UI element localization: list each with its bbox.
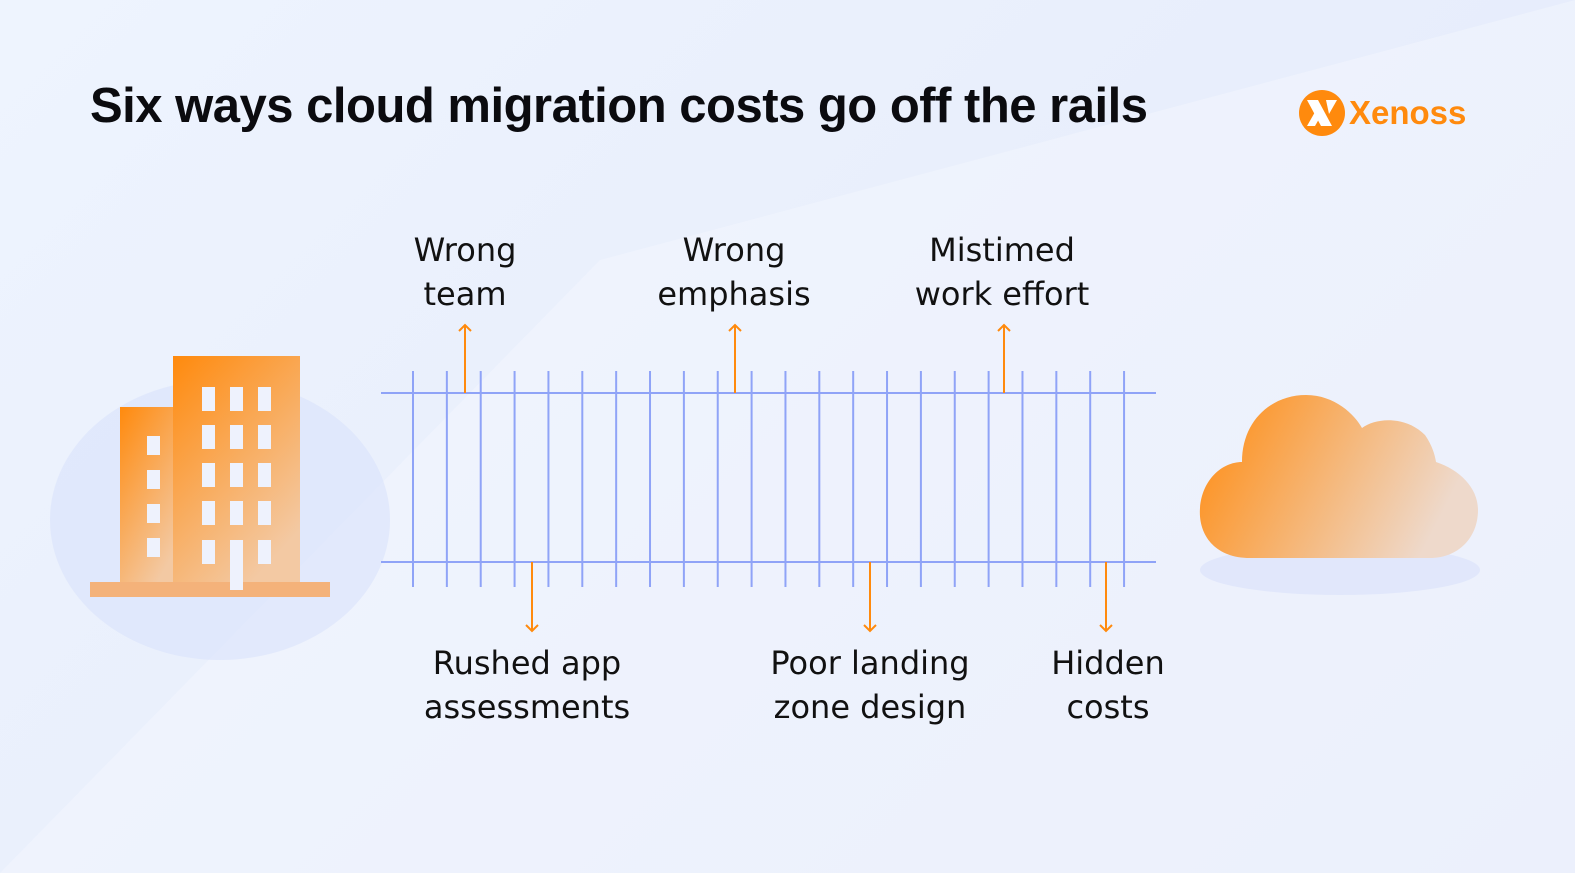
label-line: costs [1066,688,1150,726]
label-line: Mistimed [929,231,1075,269]
label-wrong-emphasis: Wrong emphasis [657,228,810,316]
arrow-head [1099,624,1113,633]
window [147,470,160,489]
arrow-head [997,323,1011,332]
window [202,387,215,411]
building-icon [90,356,330,597]
arrow-head [458,323,472,332]
window [258,540,271,564]
window [230,501,243,525]
xenoss-logo: Xenoss [1298,89,1466,137]
label-line: team [423,275,507,313]
window [230,463,243,487]
label-line: work effort [914,275,1090,313]
label-line: assessments [423,688,631,726]
label-line: Wrong [682,231,786,269]
window [230,387,243,411]
window [202,501,215,525]
arrow-head [728,323,742,332]
label-wrong-team: Wrong team [414,228,517,316]
label-line: Rushed app [432,644,622,682]
arrows [458,323,1113,633]
window [147,504,160,523]
logo-text: Xenoss [1349,94,1467,131]
window [258,387,271,411]
window [202,463,215,487]
label-rushed-app-assessments: Rushed app assessments [424,641,630,729]
arrow-head [863,624,877,633]
label-line: emphasis [657,275,811,313]
cloud-icon [1199,395,1480,595]
label-hidden-costs: Hidden costs [1051,641,1165,729]
window [258,463,271,487]
label-line: Hidden [1051,644,1165,682]
xenoss-logo-icon [1299,90,1345,136]
label-line: Poor landing [770,644,970,682]
label-line: Wrong [413,231,517,269]
window [147,436,160,455]
window [147,538,160,557]
arrow-head [525,624,539,633]
door [230,540,243,590]
label-mistimed-work-effort: Mistimed work effort [915,228,1090,316]
page-title: Six ways cloud migration costs go off th… [90,79,1148,133]
window [258,501,271,525]
label-line: zone design [773,688,967,726]
rails [381,371,1156,587]
label-poor-landing-zone-design: Poor landing zone design [770,641,969,729]
window [258,425,271,449]
window [202,425,215,449]
window [202,540,215,564]
window [230,425,243,449]
